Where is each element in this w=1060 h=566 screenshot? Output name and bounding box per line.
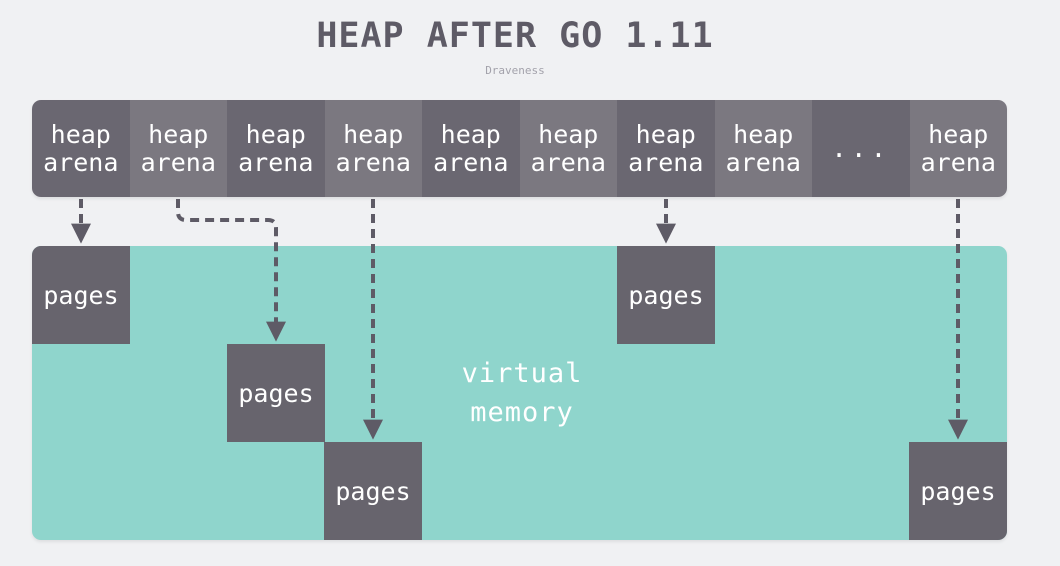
heap-arena-5-line1: heap bbox=[440, 119, 501, 149]
heap-arena-1-line1: heap bbox=[50, 119, 111, 149]
heap-arena-2-line1: heap bbox=[148, 119, 209, 149]
heap-arena-6-line1: heap bbox=[538, 119, 599, 149]
virtual-memory-region: pages pages pages pages pages virtual me… bbox=[32, 246, 1007, 540]
pages-block-3: pages bbox=[227, 344, 325, 442]
heap-arena-1-line2: arena bbox=[43, 147, 119, 177]
heap-arena-3: heap arena bbox=[227, 100, 325, 197]
heap-arena-2-line2: arena bbox=[140, 147, 216, 177]
heap-arena-8-line2: arena bbox=[725, 147, 801, 177]
heap-arena-6-line2: arena bbox=[530, 147, 606, 177]
heap-arena-last-line2: arena bbox=[920, 147, 996, 177]
heap-arena-4-line1: heap bbox=[343, 119, 404, 149]
heap-arena-5: heap arena bbox=[422, 100, 520, 197]
pages-block-5: pages bbox=[909, 442, 1007, 540]
pages-block-2: pages bbox=[617, 246, 715, 344]
heap-arena-last: heap arena bbox=[909, 100, 1007, 197]
diagram-title: HEAP AFTER GO 1.11 bbox=[316, 16, 714, 56]
heap-arena-3-line2: arena bbox=[238, 147, 314, 177]
pages-block-4: pages bbox=[324, 442, 422, 540]
heap-arena-4: heap arena bbox=[324, 100, 422, 197]
heap-arena-last-line1: heap bbox=[928, 119, 989, 149]
heap-arena-7-line2: arena bbox=[628, 147, 704, 177]
heap-arena-8-line1: heap bbox=[733, 119, 794, 149]
virtual-memory-label-line1: virtual bbox=[461, 358, 583, 389]
virtual-memory-label: virtual memory bbox=[422, 354, 622, 432]
heap-arena-8: heap arena bbox=[714, 100, 812, 197]
heap-arena-4-line2: arena bbox=[335, 147, 411, 177]
heap-arena-row: heap arena heap arena heap arena heap ar… bbox=[32, 100, 1007, 197]
heap-arena-6: heap arena bbox=[519, 100, 617, 197]
heap-arena-5-line2: arena bbox=[433, 147, 509, 177]
heap-arena-ellipsis: ... bbox=[812, 100, 910, 197]
heap-arena-1: heap arena bbox=[32, 100, 130, 197]
heap-arena-3-line1: heap bbox=[245, 119, 306, 149]
heap-arena-ellipsis-text: ... bbox=[831, 133, 891, 164]
author-credit: Draveness bbox=[485, 64, 545, 77]
heap-arena-2: heap arena bbox=[129, 100, 227, 197]
virtual-memory-label-line2: memory bbox=[470, 397, 574, 428]
heap-arena-7: heap arena bbox=[617, 100, 715, 197]
arrow-arena-2-to-pages-3 bbox=[176, 199, 286, 342]
pages-block-1: pages bbox=[32, 246, 130, 344]
heap-arena-7-line1: heap bbox=[635, 119, 696, 149]
